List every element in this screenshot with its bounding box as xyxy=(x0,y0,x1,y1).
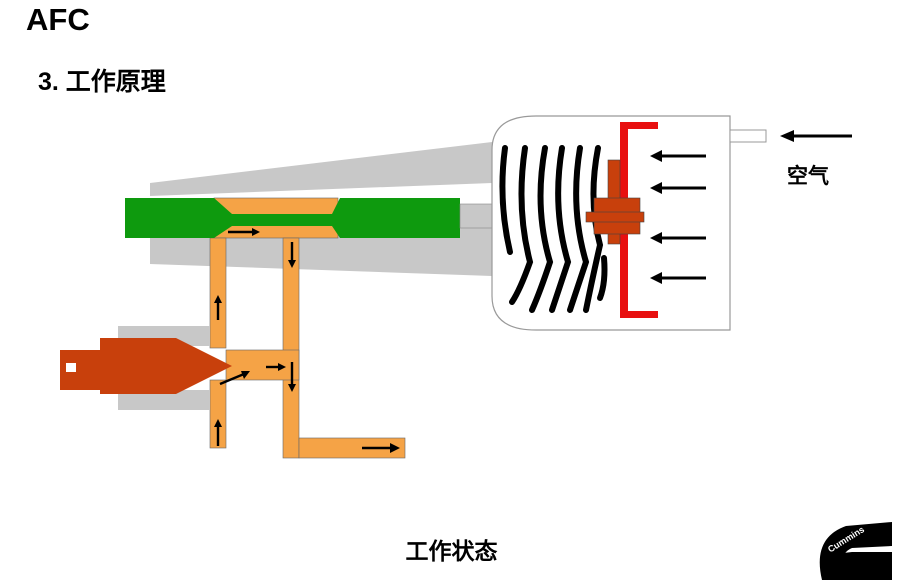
springs xyxy=(499,145,608,313)
valve-body-lower xyxy=(118,390,210,410)
lower-housing-wedge xyxy=(150,226,492,276)
air-pressure-arrows xyxy=(650,130,852,284)
air-inlet-tube xyxy=(729,129,767,143)
valve-spool xyxy=(60,338,232,394)
air-label: 空气 xyxy=(787,165,829,188)
green-piston xyxy=(125,198,460,238)
oil-flow-arrows xyxy=(214,228,400,453)
cummins-logo xyxy=(819,522,892,580)
upper-housing-wedge xyxy=(150,142,492,196)
center-hub xyxy=(585,159,645,245)
page-title: AFC xyxy=(26,2,90,37)
diagram-caption: 工作状态 xyxy=(405,538,498,564)
section-subtitle: 3. 工作原理 xyxy=(38,68,166,96)
